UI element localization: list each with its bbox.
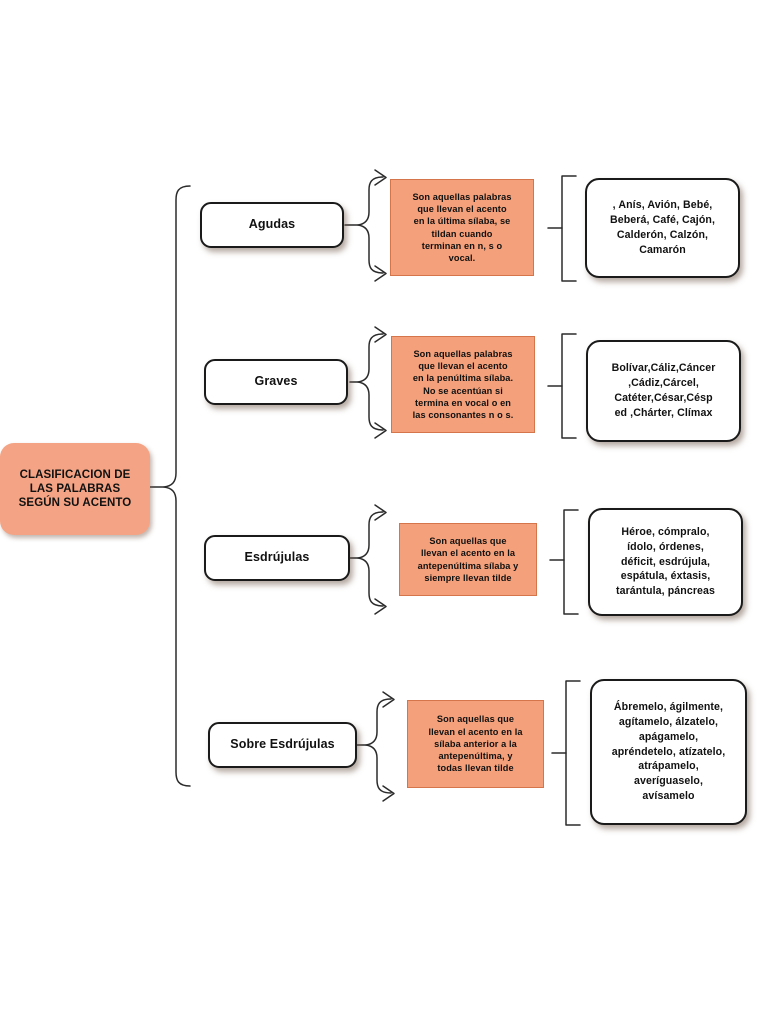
brace-agudas [357, 176, 384, 274]
examples-line: ed ,Chárter, Clímax [614, 406, 713, 419]
examples-line: tarántula, páncreas [615, 585, 716, 598]
examples-text-sobre-esdrujulas: Ábremelo, ágilmente, agítamelo, álzatelo… [612, 700, 726, 804]
arrow-graves-top [374, 326, 387, 343]
definition-node-graves[interactable]: Son aquellas palabras que llevan el acen… [391, 336, 535, 433]
definition-line: terminan en n, s o [421, 240, 503, 251]
sqbracket-graves [561, 333, 577, 439]
arrow-esdrujulas-top [374, 504, 387, 521]
definition-line: sílaba anterior a la [434, 738, 517, 749]
category-label-agudas: Agudas [248, 217, 296, 232]
examples-text-graves: Bolívar,Cáliz,Cáncer ,Cádiz,Cárcel, Caté… [612, 361, 716, 420]
examples-text-agudas: , Anís, Avión, Bebé, Beberá, Café, Cajón… [610, 198, 715, 257]
main-brace [163, 185, 191, 787]
root-line-1: CLASIFICACION DE [19, 468, 131, 481]
definition-line: llevan el acento en la [420, 548, 516, 559]
arrow-esdrujulas-bottom [374, 598, 387, 615]
brace-graves [357, 333, 384, 431]
category-node-esdrujulas[interactable]: Esdrújulas [204, 535, 350, 581]
category-node-sobre-esdrujulas[interactable]: Sobre Esdrújulas [208, 722, 357, 768]
definition-node-sobre-esdrujulas[interactable]: Son aquellas que llevan el acento en la … [407, 700, 544, 788]
definition-line: Son aquellas que [436, 714, 515, 725]
definition-node-agudas[interactable]: Son aquellas palabras que llevan el acen… [390, 179, 534, 276]
examples-line: apágamelo, [638, 730, 699, 743]
root-line-3: SEGÚN SU ACENTO [18, 497, 132, 509]
definition-text-graves: Son aquellas palabras que llevan el acen… [413, 348, 514, 422]
examples-line: ídolo, órdenes, [627, 540, 704, 553]
examples-line: apréndetelo, atízatelo, [611, 745, 726, 758]
brace-esdrujulas [357, 511, 384, 607]
definition-line: las consonantes n o s. [412, 410, 514, 421]
examples-line: Bolívar,Cáliz,Cáncer [611, 362, 716, 375]
examples-node-esdrujulas[interactable]: Héroe, cómpralo, ídolo, órdenes, déficit… [588, 508, 743, 616]
examples-line: agítamelo, álzatelo, [618, 715, 719, 728]
definition-text-agudas: Son aquellas palabras que llevan el acen… [412, 191, 511, 265]
examples-line: , Anís, Avión, Bebé, [612, 199, 713, 212]
arrow-agudas-top [374, 169, 387, 186]
examples-line: averíguaselo, [633, 775, 704, 788]
definition-text-esdrujulas: Son aquellas que llevan el acento en la … [418, 535, 519, 584]
examples-line: Camarón [639, 243, 686, 256]
arrow-sobre-esdrujulas-bottom [382, 785, 395, 802]
examples-node-agudas[interactable]: , Anís, Avión, Bebé, Beberá, Café, Cajón… [585, 178, 740, 278]
examples-node-graves[interactable]: Bolívar,Cáliz,Cáncer ,Cádiz,Cárcel, Caté… [586, 340, 741, 442]
root-node[interactable]: CLASIFICACION DE LAS PALABRAS SEGÚN SU A… [0, 443, 150, 535]
definition-line: No se acentúan si [423, 385, 503, 396]
definition-line: Son aquellas que [429, 535, 507, 546]
category-label-graves: Graves [254, 374, 298, 389]
examples-line: déficit, esdrújula, [620, 555, 711, 568]
definition-line: que llevan el acento [418, 360, 508, 371]
definition-node-esdrujulas[interactable]: Son aquellas que llevan el acento en la … [399, 523, 537, 596]
examples-line: Héroe, cómpralo, [621, 525, 710, 538]
examples-line: Calderón, Calzón, [616, 229, 709, 241]
definition-line: todas llevan tilde [437, 763, 514, 774]
examples-line: ,Cádiz,Cárcel, [628, 377, 699, 390]
definition-line: en la penúltima sílaba. [412, 373, 514, 384]
category-label-esdrujulas: Esdrújulas [244, 550, 310, 565]
root-line-2: LAS PALABRAS [29, 482, 121, 495]
definition-line: siempre llevan tilde [424, 572, 512, 583]
definition-line: antepenúltima, y [438, 751, 513, 762]
category-label-sobre-esdrujulas: Sobre Esdrújulas [230, 737, 335, 752]
category-node-agudas[interactable]: Agudas [200, 202, 344, 248]
examples-node-sobre-esdrujulas[interactable]: Ábremelo, ágilmente, agítamelo, álzatelo… [590, 679, 747, 825]
examples-line: Beberá, Café, Cajón, [609, 214, 716, 227]
arrow-sobre-esdrujulas-top [382, 691, 395, 708]
sqbracket-sobre-esdrujulas [565, 680, 581, 826]
definition-line: llevan el acento en la [428, 726, 523, 737]
examples-line: Catéter,César,Césp [614, 392, 713, 404]
examples-text-esdrujulas: Héroe, cómpralo, ídolo, órdenes, déficit… [616, 525, 715, 599]
examples-line: Ábremelo, ágilmente, [613, 701, 724, 714]
definition-line: en la última sílaba, se [413, 216, 511, 227]
definition-line: Son aquellas palabras [413, 348, 513, 359]
brace-sobre-esdrujulas [365, 698, 392, 794]
category-node-graves[interactable]: Graves [204, 359, 348, 405]
definition-line: que llevan el acento [417, 203, 507, 214]
definition-line: vocal. [448, 253, 476, 264]
definition-line: tildan cuando [431, 228, 493, 239]
examples-line: espátula, éxtasis, [620, 570, 711, 583]
sqbracket-esdrujulas [563, 509, 579, 615]
definition-line: antepenúltima sílaba y [417, 560, 519, 571]
examples-line: atrápamelo, [638, 760, 699, 773]
examples-line: avísamelo [642, 790, 695, 803]
sqbracket-agudas [561, 175, 577, 282]
definition-line: termina en vocal o en [414, 397, 512, 408]
arrow-graves-bottom [374, 422, 387, 439]
arrow-agudas-bottom [374, 265, 387, 282]
root-node-label: CLASIFICACION DE LAS PALABRAS SEGÚN SU A… [19, 468, 132, 510]
definition-text-sobre-esdrujulas: Son aquellas que llevan el acento en la … [428, 713, 522, 775]
definition-line: Son aquellas palabras [412, 191, 512, 202]
